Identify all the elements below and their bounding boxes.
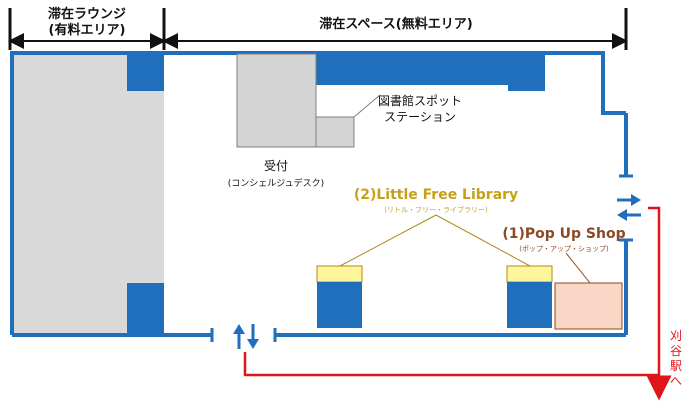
wall-counter-tab <box>508 53 545 91</box>
lounge-title-line2: (有料エリア) <box>49 22 126 38</box>
reception-label: 受付 <box>264 159 288 173</box>
space-title: 滞在スペース(無料エリア) <box>319 16 472 32</box>
bottom-entrance-arrows-icon <box>233 324 259 349</box>
lfl-title: (2)Little Free Library <box>354 187 518 203</box>
popup-title: (1)Pop Up Shop <box>502 226 625 242</box>
right-entrance-arrows-icon <box>617 194 641 221</box>
reception-sub-label: (コンシェルジュデスク) <box>228 177 324 189</box>
lfl-shelf-left <box>317 282 362 328</box>
popup-shop-area <box>554 282 623 330</box>
lfl-sub: (リトル・フリー・ライブラリー) <box>384 205 488 214</box>
pillar-bottom-left <box>127 283 164 335</box>
lounge-title-line1: 滞在ラウンジ <box>48 6 126 22</box>
library-spot-station-box <box>315 116 355 148</box>
pillar-top-left <box>127 53 164 91</box>
station-label: 刈 谷 駅 へ <box>670 329 682 388</box>
route-to-station <box>243 352 659 377</box>
lfl-leader-lines <box>339 214 531 267</box>
library-spot-label-line1: 図書館スポット <box>378 93 462 108</box>
route-from-right-door <box>646 206 672 401</box>
library-spot-leader <box>353 94 381 118</box>
space-dimension-line <box>162 8 628 50</box>
popup-sub: (ポップ・アップ・ショップ) <box>519 245 609 253</box>
popup-leader <box>565 252 591 284</box>
station-char-1: 刈 <box>670 329 682 343</box>
lfl-shelf-top-right <box>506 265 553 283</box>
wall-counter-top <box>316 53 545 85</box>
lfl-shelf-right <box>507 282 552 328</box>
station-char-4: へ <box>670 374 682 388</box>
station-char-2: 谷 <box>670 344 682 358</box>
lfl-shelf-top-left <box>316 265 363 283</box>
library-spot-label-line2: ステーション <box>384 110 456 124</box>
door-caps <box>210 174 633 342</box>
reception-desk <box>236 53 317 148</box>
outer-walls <box>10 51 628 337</box>
station-char-3: 駅 <box>670 359 682 373</box>
